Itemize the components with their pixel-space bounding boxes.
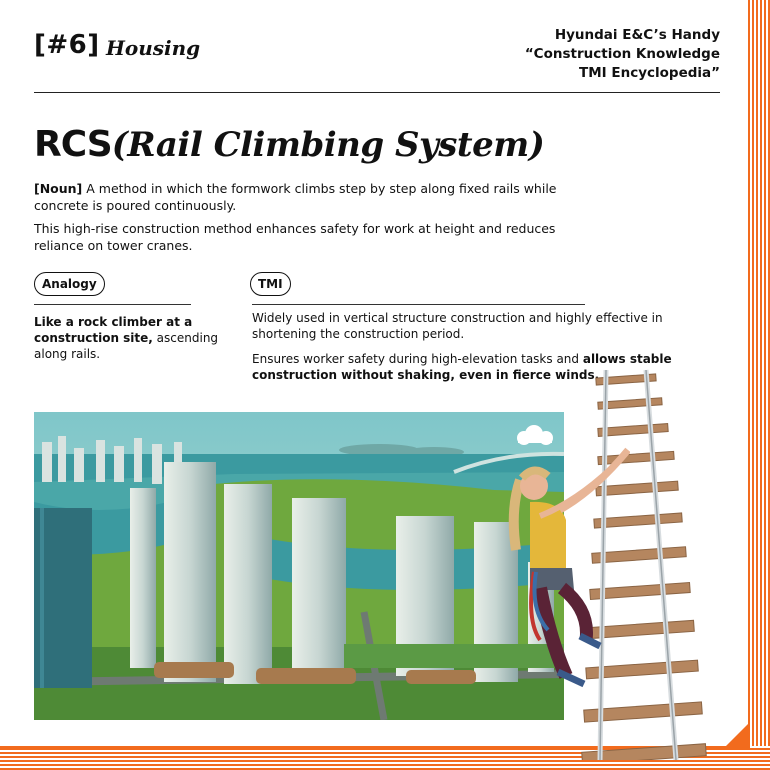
tmi-divider xyxy=(252,304,585,305)
analogy-rest: ascending along rails. xyxy=(34,331,219,361)
analogy-divider xyxy=(34,304,191,305)
term-abbreviation: RCS xyxy=(34,124,113,165)
series-title-line: TMI Encyclopedia” xyxy=(579,65,720,81)
city-skyline-illustration xyxy=(34,412,564,720)
tmi-paragraph-1: Widely used in vertical structure constr… xyxy=(252,311,663,341)
series-title: Hyundai E&C’s Handy “Construction Knowle… xyxy=(525,26,720,83)
definition-second-paragraph: This high-rise construction method enhan… xyxy=(34,221,556,253)
series-title-line: “Construction Knowledge xyxy=(524,46,720,62)
part-of-speech: [Noun] xyxy=(34,181,83,196)
tmi-paragraph-2: Ensures worker safety during high-elevat… xyxy=(252,351,672,383)
analogy-pill: Analogy xyxy=(34,272,105,296)
episode-number: [#6] xyxy=(34,30,100,60)
orange-stripe-right xyxy=(748,0,770,770)
tmi-paragraph-2-text: Ensures worker safety during high-elevat… xyxy=(252,352,583,366)
category-label: Housing xyxy=(106,36,201,60)
definition-paragraph: [Noun] A method in which the formwork cl… xyxy=(34,180,574,214)
tmi-paragraph-2-bold: allows stable construction without shaki… xyxy=(252,352,672,382)
term-title: RCS(Rail Climbing System) xyxy=(34,124,545,165)
header-divider xyxy=(34,92,720,93)
term-full-name: (Rail Climbing System) xyxy=(111,125,545,165)
rock-climber-figure xyxy=(508,447,630,688)
series-title-line: Hyundai E&C’s Handy xyxy=(554,27,720,43)
tmi-pill: TMI xyxy=(250,272,291,296)
definition-text: A method in which the formwork climbs st… xyxy=(34,181,557,213)
railway-track-illustration xyxy=(581,369,707,760)
analogy-bold: Like a rock climber at a construction si… xyxy=(34,315,193,345)
analogy-text: Like a rock climber at a construction si… xyxy=(34,314,224,362)
page-corner-fold xyxy=(724,722,750,748)
